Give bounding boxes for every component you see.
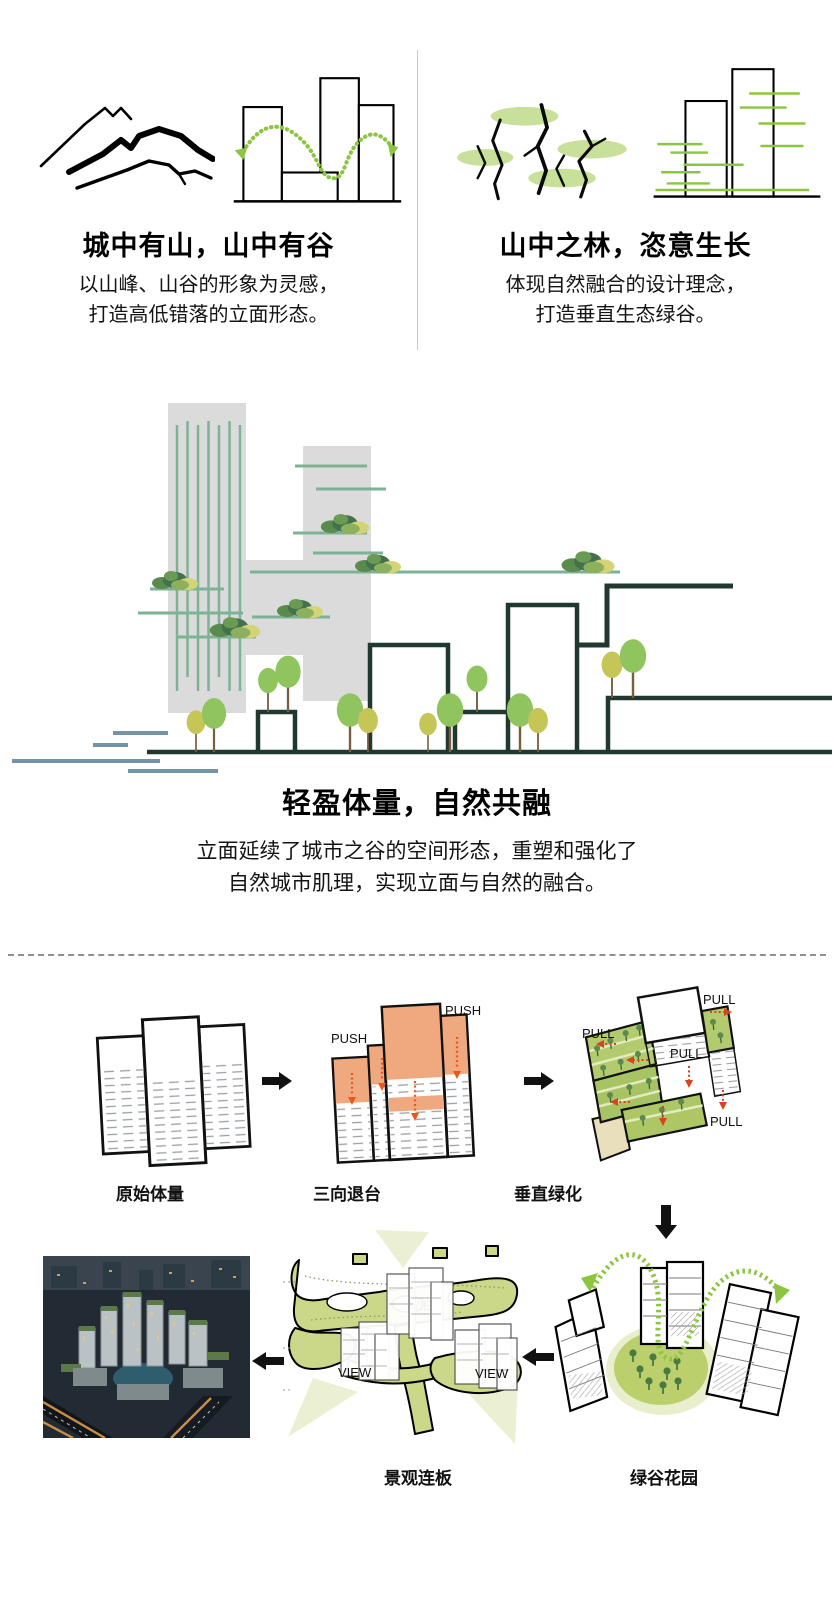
view-label: VIEW — [338, 1365, 372, 1380]
pull-label: PULL — [670, 1046, 703, 1061]
feature-desc-line2: 自然城市肌理，实现立面与自然的融合。 — [228, 871, 606, 895]
elevation-illustration — [12, 403, 832, 773]
pull-label: PULL — [710, 1114, 743, 1129]
arrow-left-icon — [522, 1348, 554, 1366]
arrow-down-icon — [655, 1205, 677, 1239]
terracing-diagram: PUSH PUSH — [331, 1002, 481, 1164]
green-valley-diagram — [554, 1252, 800, 1417]
sketch-cluster-top — [639, 1260, 705, 1350]
view-label: VIEW — [475, 1366, 509, 1381]
view-cones — [288, 1230, 518, 1444]
step-label-landscape-plate: 景观连板 — [384, 1469, 452, 1488]
step-label-green-valley: 绿谷花园 — [630, 1469, 698, 1488]
push-label: PUSH — [445, 1003, 481, 1018]
terrace-lines — [138, 464, 620, 639]
pull-arrows — [604, 1011, 724, 1118]
section-divider — [8, 954, 826, 956]
push-arrows — [350, 1037, 459, 1111]
step-label-greening: 垂直绿化 — [514, 1185, 582, 1204]
massing-diagram — [95, 1015, 252, 1168]
sketch-towers — [340, 1267, 518, 1391]
concept-left-desc-line2: 打造高低错落的立面形态。 — [88, 304, 329, 326]
sketch-cluster-left — [554, 1288, 609, 1413]
concept-right-desc-line1: 体现自然融合的设计理念， — [505, 274, 746, 296]
aerial-render-photo — [43, 1256, 250, 1438]
landscape-plate-diagram: VIEW VIEW VIEW — [283, 1230, 522, 1444]
garden-core — [614, 1331, 708, 1405]
push-label: PUSH — [331, 1031, 367, 1046]
towers-green-lines-icon — [653, 68, 821, 198]
valley-building-icon — [233, 77, 402, 203]
sketch-cluster-right — [705, 1282, 800, 1417]
valley-swoosh-arrow — [590, 1252, 784, 1362]
ground-dashes — [12, 731, 218, 773]
valley-flow-curve — [241, 124, 394, 181]
arrow-right-icon — [262, 1072, 292, 1090]
feature-desc-line1: 立面延续了城市之谷的空间形态，重塑和强化了 — [196, 840, 638, 863]
horizontal-greening-lines — [655, 92, 810, 192]
feature-title: 轻盈体量，自然共融 — [281, 788, 552, 820]
cracks-foliage-icon — [457, 103, 627, 201]
concept-left-desc: 以山峰、山谷的形象为灵感， 打造高低错落的立面形态。 — [0, 270, 417, 330]
concept-right-desc-line2: 打造垂直生态绿谷。 — [535, 304, 716, 326]
step-label-terracing: 三向退台 — [313, 1185, 381, 1204]
concept-right-title: 山中之林，恣意生长 — [499, 231, 752, 261]
greening-diagram: PULL PULL PULL PULL — [582, 985, 743, 1162]
mountain-icon — [39, 106, 215, 190]
arrow-right-icon — [524, 1072, 554, 1090]
step-label-massing: 原始体量 — [116, 1185, 184, 1204]
concept-right-desc: 体现自然融合的设计理念， 打造垂直生态绿谷。 — [417, 270, 834, 330]
feature-desc: 立面延续了城市之谷的空间形态，重塑和强化了 自然城市肌理，实现立面与自然的融合。 — [0, 836, 834, 899]
concept-divider — [417, 50, 418, 350]
pull-label: PULL — [582, 1026, 615, 1041]
concept-left-desc-line1: 以山峰、山谷的形象为灵感， — [78, 274, 339, 296]
vertical-green-lines — [175, 421, 242, 691]
concept-left-title: 城中有山，山中有谷 — [82, 231, 335, 261]
arrow-left-icon — [252, 1352, 284, 1370]
pull-label: PULL — [703, 992, 736, 1007]
